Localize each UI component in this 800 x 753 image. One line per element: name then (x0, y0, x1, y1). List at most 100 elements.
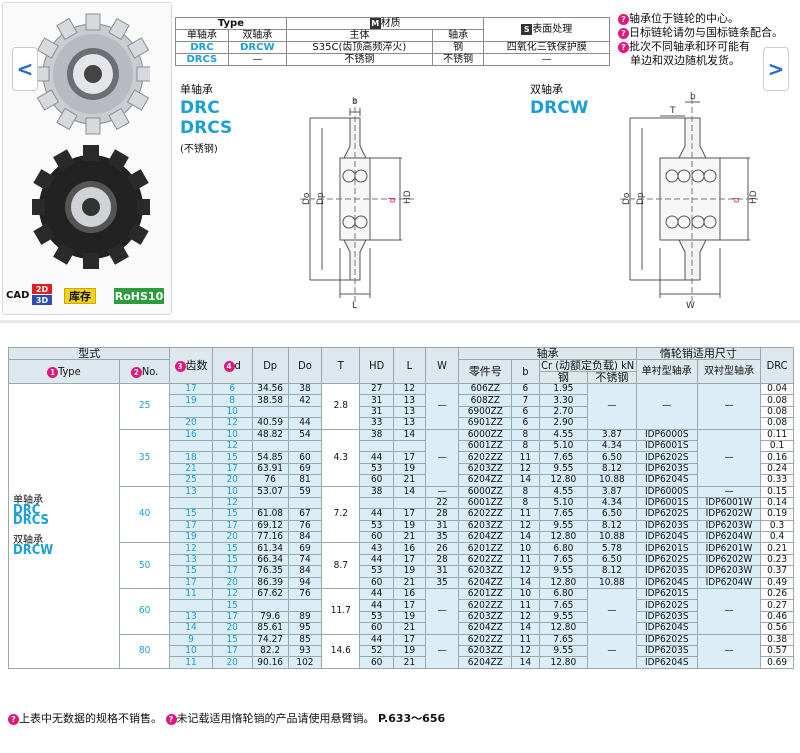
do-cell: 93 (287, 644, 323, 658)
part-cell: 6001ZZ (458, 496, 513, 510)
hd-cell: 27 (359, 382, 395, 396)
do-cell (287, 599, 323, 612)
cad-2d-button[interactable]: 2D (32, 284, 52, 294)
cr-sus-cell: 6.50 (587, 508, 637, 521)
teeth-cell: 9 (169, 633, 213, 647)
weight-cell: 0.26 (760, 588, 794, 601)
dim-b: b (690, 92, 696, 102)
do-cell: 74 (287, 553, 323, 567)
hd-cell (359, 439, 395, 453)
pin-single-cell: IDP6001S (635, 439, 698, 453)
b-cell: 8 (511, 428, 540, 441)
notes: ?轴承位于链轮的中心。 ?日标链轮请勿与国标链条配合。 ?批次不同轴承和环可能有… (618, 12, 783, 68)
teeth-cell: 25 (169, 474, 213, 487)
b-cell: 11 (511, 553, 540, 567)
gallery-prev-button[interactable]: < (12, 47, 38, 91)
th-steel: 钢 (538, 371, 589, 384)
dim-HD: HD (749, 190, 759, 204)
t-cell: 14.6 (321, 633, 361, 669)
dp-cell (251, 405, 289, 419)
pin-single-cell: IDP6204S (635, 656, 698, 669)
b-cell: 11 (511, 599, 540, 612)
cr-steel-cell: 9.55 (538, 519, 589, 533)
b-cell: 6 (511, 405, 540, 419)
do-cell: 94 (287, 576, 323, 590)
cr-steel-cell: 12.80 (538, 622, 589, 635)
do-cell: 59 (287, 485, 323, 498)
material-badge: M (369, 18, 381, 29)
b-cell: 7 (511, 394, 540, 407)
cr-steel-cell: 9.55 (538, 462, 589, 476)
d-cell: 15 (211, 508, 253, 521)
do-cell: 69 (287, 542, 323, 555)
t-cell: 4.3 (321, 428, 361, 487)
teeth-cell: 13 (169, 553, 213, 567)
th-HD: HD (359, 347, 395, 384)
dp-cell: 61.34 (251, 542, 289, 555)
teeth-cell (169, 439, 213, 453)
teeth-cell: 19 (169, 531, 213, 544)
t-cell: 7.2 (321, 485, 361, 544)
weight-cell: 0.1 (760, 439, 794, 453)
w-cell: 28 (424, 508, 460, 521)
l-cell: 19 (393, 565, 426, 578)
cr-sus-cell: 8.12 (587, 462, 637, 476)
w-cell: — (424, 633, 460, 669)
b-cell: 14 (511, 576, 540, 590)
dp-cell: 76 (251, 474, 289, 487)
teeth-cell: 16 (169, 428, 213, 441)
t-cell: 11.7 (321, 588, 361, 635)
d-cell: 8 (211, 394, 253, 407)
do-cell: 85 (287, 633, 323, 647)
b-cell: 12 (511, 519, 540, 533)
gallery-next-button[interactable]: > (763, 47, 789, 91)
part-cell: 6204ZZ (458, 622, 513, 635)
l-cell: 14 (393, 485, 426, 498)
do-cell: 38 (287, 382, 323, 396)
b-cell: 6 (511, 382, 540, 396)
hd-cell: 60 (359, 531, 395, 544)
do-cell (287, 496, 323, 510)
b-cell: 8 (511, 439, 540, 453)
cad-3d-button[interactable]: 3D (32, 295, 52, 305)
no-cell: 40 (118, 485, 171, 544)
spec-col-bearing: 轴承 (431, 29, 485, 42)
d-cell: 20 (211, 474, 253, 487)
l-cell (393, 439, 426, 453)
cr-sus-cell: — (587, 633, 637, 669)
part-cell: 608ZZ (458, 394, 513, 407)
part-cell: 6000ZZ (458, 485, 513, 498)
do-cell: 42 (287, 394, 323, 407)
no-cell: 50 (118, 542, 171, 590)
teeth-cell: 21 (169, 462, 213, 476)
part-cell: 6201ZZ (458, 542, 513, 555)
pin-double-cell: — (696, 428, 762, 487)
note-item: 单边和双边随机发货。 (630, 54, 740, 67)
footer-ref-link[interactable]: P.633～656 (378, 712, 446, 725)
b-cell: 8 (511, 485, 540, 498)
cr-steel-cell: 12.80 (538, 531, 589, 544)
do-cell: 54 (287, 428, 323, 441)
pin-double-cell: IDP6202W (696, 553, 762, 567)
weight-cell: 0.33 (760, 474, 794, 487)
l-cell: 17 (393, 451, 426, 464)
d-cell: 15 (211, 451, 253, 464)
cr-sus-cell: 3.87 (587, 428, 637, 441)
th-pin: 惰轮销适用尺寸 (635, 347, 762, 360)
dp-cell: 82.2 (251, 644, 289, 658)
hd-cell: 31 (359, 405, 395, 419)
dim-L: L (352, 301, 357, 310)
l-cell: 13 (393, 394, 426, 407)
weight-cell: 0.08 (760, 417, 794, 430)
part-cell: 6204ZZ (458, 474, 513, 487)
hd-cell: 38 (359, 428, 395, 441)
pin-single-cell: IDP6203S (635, 519, 698, 533)
th-W: W (424, 347, 460, 384)
dp-cell: 66.34 (251, 553, 289, 567)
